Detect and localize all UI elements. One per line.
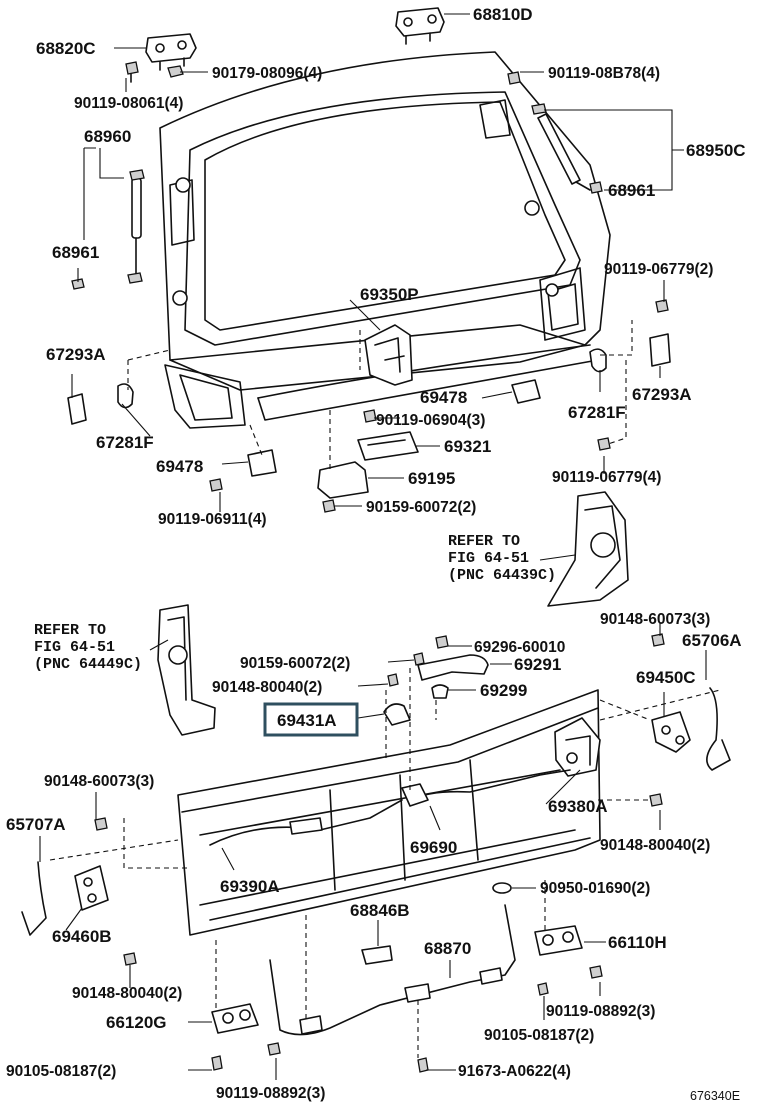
label-69450C: 69450C <box>636 668 696 687</box>
leader-lines <box>39 13 707 1080</box>
part-69195 <box>317 461 369 499</box>
label-90159-60072-a: 90159-60072(2) <box>366 499 476 516</box>
catalog-id: 676340E <box>690 1089 740 1103</box>
label-68870: 68870 <box>424 939 471 958</box>
wire-65707A <box>21 861 47 936</box>
label-66110H: 66110H <box>608 933 667 952</box>
label-69390A: 69390A <box>220 877 280 896</box>
trim-panel-left <box>157 604 216 736</box>
part-67281F-left <box>117 383 134 409</box>
label-90119-08892-right: 90119-08892(3) <box>546 1003 655 1020</box>
label-90119-06779-4: 90119-06779(4) <box>552 469 661 486</box>
hinge-69450C <box>651 711 691 753</box>
refer-left-line1: REFER TO <box>34 622 106 639</box>
trim-panel-right <box>547 491 629 607</box>
label-69690: 69690 <box>410 838 457 857</box>
part-68810D-illustration <box>395 7 445 45</box>
label-68810D: 68810D <box>473 5 533 24</box>
dashed-guides <box>49 320 721 1058</box>
lower-back-door-illustration <box>177 689 601 936</box>
latch-66120G <box>211 1003 259 1034</box>
label-68961-left: 68961 <box>52 243 99 262</box>
label-68960: 68960 <box>84 127 131 146</box>
label-90148-60073-left: 90148-60073(3) <box>44 773 154 790</box>
grommet-90950-01690 <box>492 882 512 894</box>
label-91673-A0622: 91673-A0622(4) <box>458 1063 571 1080</box>
part-69478-right <box>511 379 541 404</box>
label-69478-left: 69478 <box>156 457 203 476</box>
label-69431A: 69431A <box>277 711 337 730</box>
hinge-69460B <box>74 865 109 911</box>
refer-left-line3: (PNC 64449C) <box>34 656 142 673</box>
label-90119-06779-2: 90119-06779(2) <box>604 261 713 278</box>
label-90159-60072-b: 90159-60072(2) <box>240 655 350 672</box>
label-66120G: 66120G <box>106 1013 167 1032</box>
label-90148-80040-a: 90148-80040(2) <box>212 679 322 696</box>
label-90179-08096: 90179-08096(4) <box>212 65 322 82</box>
label-90119-08B78: 90119-08B78(4) <box>548 65 660 82</box>
label-90105-08187-right: 90105-08187(2) <box>484 1027 594 1044</box>
part-69478-left <box>247 449 277 477</box>
label-90148-80040-b: 90148-80040(2) <box>600 837 710 854</box>
label-69350P: 69350P <box>360 285 419 304</box>
part-69291 <box>417 654 489 681</box>
refer-left-line2: FIG 64-51 <box>34 639 115 656</box>
label-68846B: 68846B <box>350 901 410 920</box>
label-90119-08892-left: 90119-08892(3) <box>216 1085 325 1102</box>
label-90950-01690: 90950-01690(2) <box>540 880 650 897</box>
label-69291: 69291 <box>514 655 561 674</box>
clip-68846B <box>361 945 393 965</box>
wire-65706A <box>706 687 731 771</box>
label-69296-60010: 69296-60010 <box>474 639 565 656</box>
label-69478-right: 69478 <box>420 388 467 407</box>
lock-69350P <box>364 324 413 386</box>
label-69299: 69299 <box>480 681 527 700</box>
label-90119-06911: 90119-06911(4) <box>158 511 267 528</box>
part-69321 <box>357 431 419 461</box>
gas-strut-right <box>531 103 603 194</box>
refer-right-line2: FIG 64-51 <box>448 550 529 567</box>
label-68950C: 68950C <box>686 141 746 160</box>
refer-right-line1: REFER TO <box>448 533 520 550</box>
label-67293A-left: 67293A <box>46 345 106 364</box>
label-90148-80040-c: 90148-80040(2) <box>72 985 182 1002</box>
nut-90179-08096 <box>167 65 184 78</box>
bolt-90119-08B78 <box>507 71 521 85</box>
label-90105-08187-left: 90105-08187(2) <box>6 1063 116 1080</box>
bolt-90119-08061 <box>125 61 139 75</box>
part-68820C-illustration <box>145 33 197 71</box>
part-69431A <box>383 703 411 726</box>
label-69380A: 69380A <box>548 797 608 816</box>
part-labels: 68810D 68820C 90179-08096(4) 90119-08B78… <box>6 5 746 1103</box>
upper-back-door-illustration <box>159 51 611 429</box>
label-67281F-right: 67281F <box>568 403 626 422</box>
label-69195: 69195 <box>408 469 455 488</box>
label-67281F-left: 67281F <box>96 433 154 452</box>
refer-right-line3: (PNC 64439C) <box>448 567 556 584</box>
latch-66110H <box>534 925 583 956</box>
label-69321: 69321 <box>444 437 491 456</box>
label-68820C: 68820C <box>36 39 96 58</box>
label-65707A: 65707A <box>6 815 66 834</box>
rod-68870 <box>269 904 516 1036</box>
part-67293A-left <box>67 393 87 425</box>
label-68961-right: 68961 <box>608 181 655 200</box>
label-67293A-right: 67293A <box>632 385 692 404</box>
label-90119-08061: 90119-08061(4) <box>74 95 183 112</box>
label-90119-06904: 90119-06904(3) <box>376 412 485 429</box>
label-65706A: 65706A <box>682 631 742 650</box>
highlight-box-69431A <box>263 702 359 737</box>
part-67281F-right <box>589 348 607 373</box>
label-69460B: 69460B <box>52 927 112 946</box>
part-67293A-right <box>649 333 671 367</box>
gas-strut-left <box>71 169 145 290</box>
label-90148-60073-right: 90148-60073(3) <box>600 611 710 628</box>
lock-actuator-69380A <box>554 717 601 777</box>
